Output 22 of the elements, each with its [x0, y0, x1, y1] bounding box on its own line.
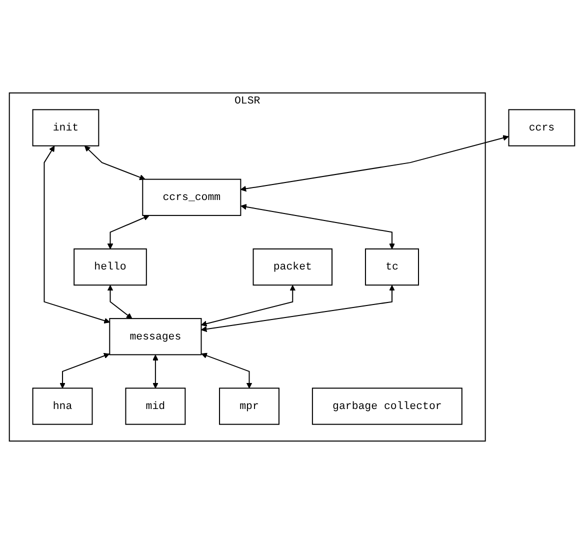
arrow [152, 354, 158, 388]
node-box: hello [74, 248, 147, 286]
arrow [200, 285, 395, 332]
arrow [44, 146, 110, 324]
arrow [200, 285, 296, 327]
arrow [107, 285, 132, 319]
node-box: tc [364, 248, 419, 286]
arrow [84, 146, 146, 180]
node-box: packet [252, 248, 332, 286]
node-box: mid [125, 388, 186, 425]
node-box: hna [32, 388, 93, 425]
node-box: init [32, 109, 100, 146]
arrow [60, 352, 110, 388]
node-box: messages [109, 318, 202, 356]
arrow [107, 214, 150, 250]
node-box: garbage collector [312, 388, 462, 425]
node-box: ccrs [508, 109, 576, 146]
arrow [240, 204, 395, 250]
arrow [240, 135, 509, 192]
arrow [201, 352, 252, 388]
node-box: mpr [219, 388, 280, 425]
node-box: ccrs_comm [142, 178, 242, 216]
